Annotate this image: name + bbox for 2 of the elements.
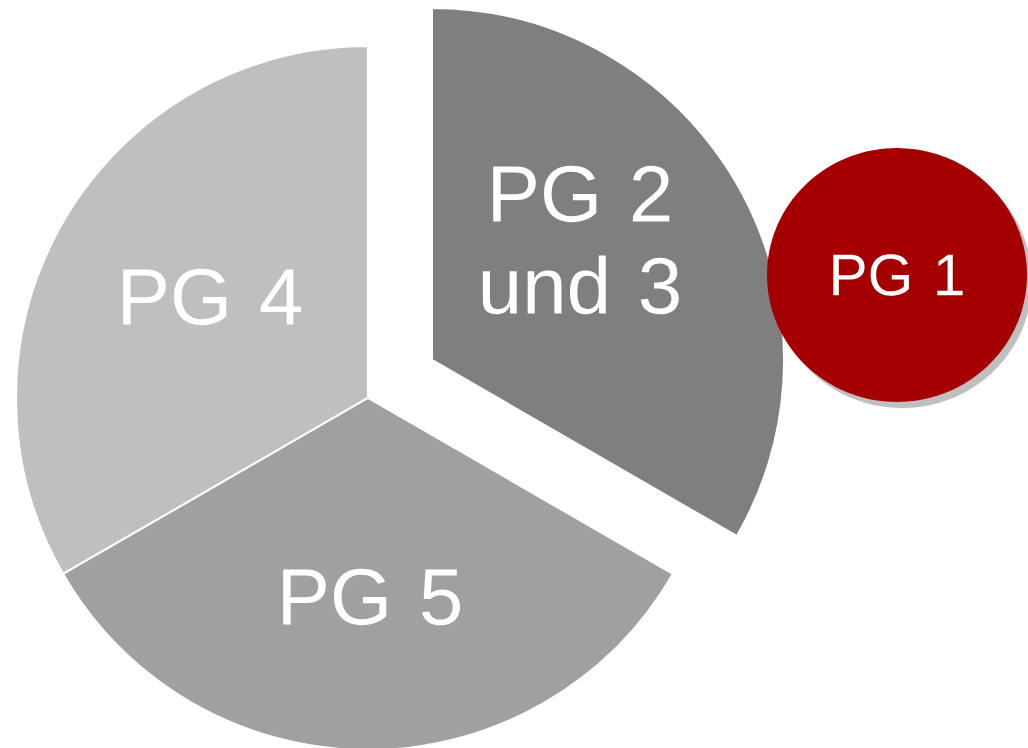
pie-sector: PG 5 bbox=[62, 397, 674, 748]
pie-sector: PG 2 und 3 bbox=[431, 7, 786, 537]
